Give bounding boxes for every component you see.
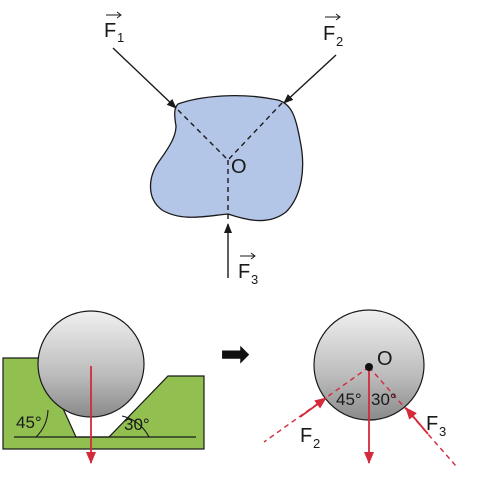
rigid-body-shape [149, 94, 304, 222]
line-of-action-f1 [177, 109, 229, 161]
transition-arrow-icon: ➡ [220, 334, 250, 375]
label-f3: F 3 [238, 252, 258, 287]
label-f2-bottom: F 2 [300, 425, 320, 451]
force-arrow-f2-contact [299, 397, 327, 418]
force-arrow-f2 [283, 54, 337, 104]
bottom-right-diagram: O 45° 30° F 2 F 3 [263, 309, 457, 467]
line-of-action-f2 [227, 102, 283, 161]
angle-label-45-right: 45° [336, 390, 362, 409]
svg-text:F: F [323, 23, 335, 45]
center-point-o [365, 363, 373, 371]
force-arrow-f1 [112, 47, 177, 109]
svg-text:F: F [238, 261, 250, 283]
angle-arc-right [121, 415, 150, 438]
svg-text:2: 2 [313, 436, 320, 451]
svg-text:F: F [300, 425, 312, 447]
label-f1: F 1 [104, 11, 124, 45]
svg-text:F: F [104, 20, 116, 42]
svg-text:1: 1 [117, 30, 124, 45]
angle-arc-left [35, 409, 49, 438]
angle-label-30: 30° [124, 415, 150, 434]
svg-text:3: 3 [439, 424, 446, 439]
bottom-left-diagram: 45° 30° [2, 310, 205, 464]
top-diagram: F 1 F 2 F 3 O [104, 11, 343, 287]
label-f2: F 2 [323, 13, 343, 49]
angle-label-45: 45° [16, 413, 42, 432]
svg-text:F: F [426, 413, 438, 435]
point-o-label: O [231, 156, 247, 178]
label-f3-bottom: F 3 [426, 413, 446, 439]
angle-label-30-right: 30° [371, 390, 397, 409]
svg-text:2: 2 [336, 34, 343, 49]
point-o-label-bottom: O [377, 348, 393, 370]
force-arrow-f3-contact [405, 407, 429, 435]
svg-text:3: 3 [251, 272, 258, 287]
